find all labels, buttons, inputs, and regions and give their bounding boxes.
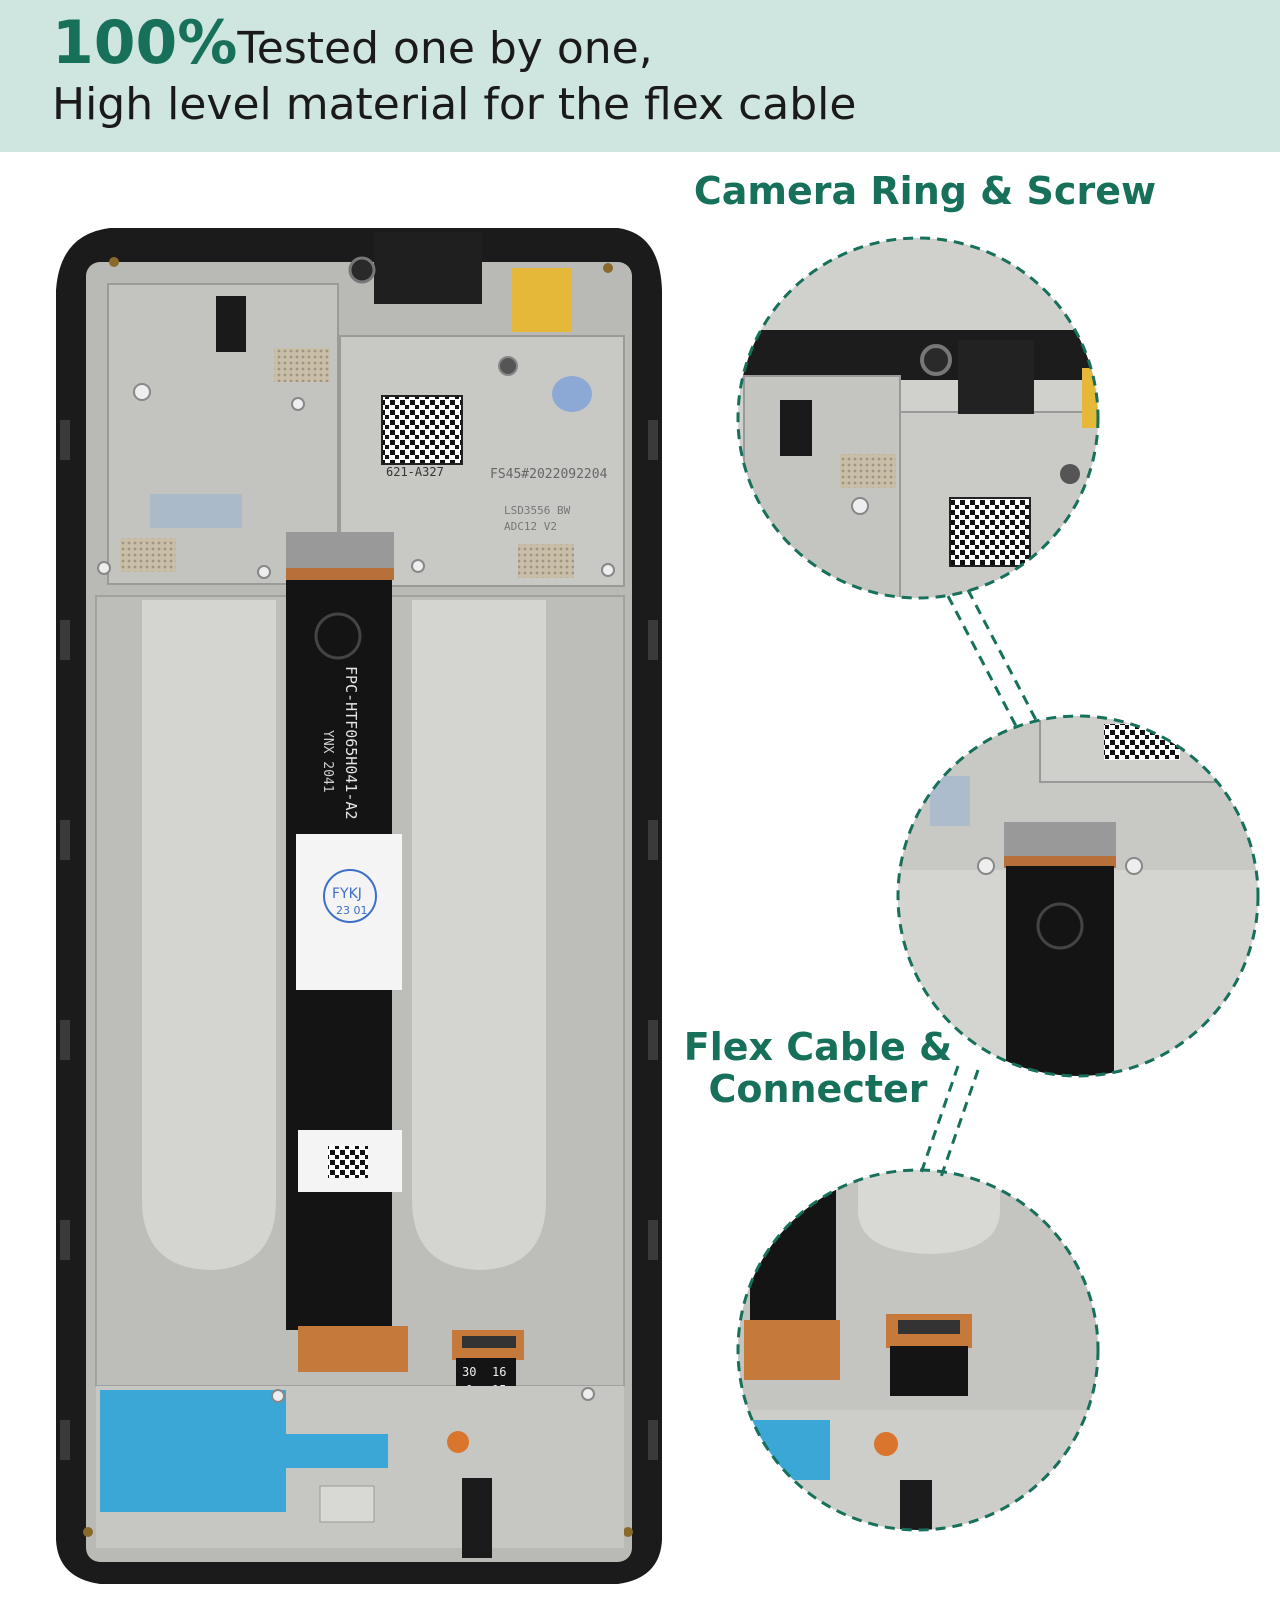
headline-highlight: 100% xyxy=(52,8,238,78)
camera-callout-label: Camera Ring & Screw xyxy=(693,169,1157,213)
mesh-pad xyxy=(518,544,574,578)
cable-part-number: FPC-HTF065H041-A2 xyxy=(342,666,360,820)
mesh-pad xyxy=(120,538,176,572)
zoom-connector xyxy=(736,1168,1100,1532)
batch-stamp: FS45#2022092204 xyxy=(490,467,608,482)
black-pad xyxy=(216,296,246,352)
header-banner xyxy=(0,0,1280,152)
zoom-camera xyxy=(736,236,1100,600)
headline-line-2: High level material for the flex cable xyxy=(52,79,857,130)
bottom-tab xyxy=(319,1485,375,1523)
headline-line-1-text: Tested one by one, xyxy=(237,23,653,74)
frame-marking-1: LSD3556 BW xyxy=(504,504,571,517)
cable-sticker-date: 23 01 xyxy=(336,904,368,917)
headline: 100%Tested one by one, High level materi… xyxy=(52,13,857,132)
zoom-flex-cable xyxy=(896,714,1260,1078)
flex-cable-connector-end xyxy=(298,1326,408,1372)
ink-stamp xyxy=(552,376,592,412)
flex-cable: FPC-HTF065H041-A2 YNX 2041 FYKJ 23 01 xyxy=(286,532,408,1372)
zoom-connector-outline xyxy=(736,1168,1100,1532)
zoom-camera-outline xyxy=(736,236,1100,600)
camera-ring xyxy=(348,256,376,284)
yellow-tape xyxy=(512,268,572,332)
connector-pin-16: 16 xyxy=(492,1365,506,1379)
qr-code xyxy=(381,395,463,465)
flex-callout-line-2: Connecter xyxy=(708,1067,928,1111)
battery-recess-left xyxy=(142,600,276,1270)
flex-cable-logo xyxy=(314,612,362,660)
flex-cable-end xyxy=(286,532,394,570)
frame-marking-2: ADC12 V2 xyxy=(504,520,557,533)
side-clips xyxy=(60,420,658,1460)
ink-smudge xyxy=(150,494,242,528)
headline-line-1: 100%Tested one by one, xyxy=(52,13,856,78)
zoom-connector-lines xyxy=(918,589,1038,1181)
blue-foam-pad xyxy=(100,1390,388,1512)
cable-sticker-text: FYKJ xyxy=(332,886,362,902)
qr-code-text: 621-A327 xyxy=(386,465,444,479)
frame-holes xyxy=(97,356,615,579)
orange-contact xyxy=(447,1431,469,1453)
cable-sticker xyxy=(296,834,402,990)
frame-screws xyxy=(83,257,633,1537)
cable-lot-number: YNX 2041 xyxy=(320,730,335,793)
flex-callout-line-1: Flex Cable & xyxy=(683,1025,953,1069)
camera-housing xyxy=(374,232,482,304)
battery-recess-right xyxy=(412,600,546,1270)
flex-callout-label: Flex Cable & Connecter xyxy=(668,1026,968,1110)
phone-frame: 621-A327 FS45#2022092204 LSD3556 BW ADC1… xyxy=(56,228,662,1584)
mesh-pad xyxy=(274,348,330,382)
zoom-flex-cable-outline xyxy=(896,714,1260,1078)
usb-port-bracket xyxy=(462,1478,492,1558)
connector-pin-30: 30 xyxy=(462,1365,476,1379)
